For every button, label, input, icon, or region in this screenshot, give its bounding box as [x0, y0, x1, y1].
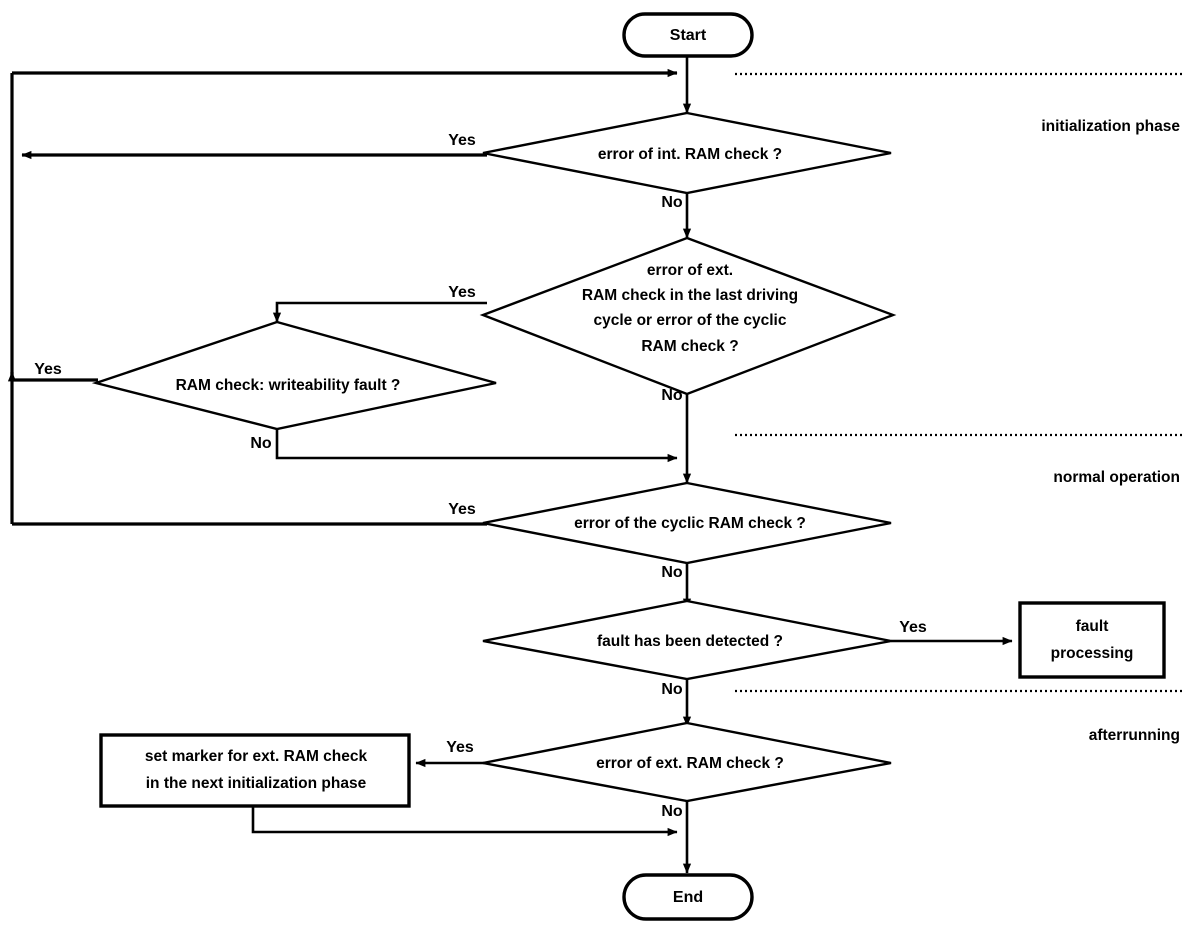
node-decision-int-ram-check[interactable] [482, 111, 892, 195]
branch-label-d3-yes: Yes [34, 361, 62, 378]
branch-label-d5-no: No [661, 681, 683, 698]
node-start-label: Start [670, 27, 707, 44]
node-end[interactable] [622, 873, 754, 921]
node-decision-ext-ram-line3: cycle or error of the cyclic [594, 312, 787, 329]
node-fault-processing-line1: fault [1076, 618, 1109, 635]
phase-label-normal-operation: normal operation [1053, 469, 1180, 486]
branch-label-d2-yes: Yes [448, 284, 476, 301]
node-decision-ext-ram-line2: RAM check in the last driving [582, 287, 798, 304]
edge-d3-no-to-spine [275, 428, 678, 463]
edge-d3-yes-to-left-rail [7, 371, 98, 382]
branch-label-d1-yes: Yes [448, 132, 476, 149]
branch-label-d1-no: No [661, 194, 683, 211]
edge-marker-box-to-spine [251, 806, 678, 837]
node-decision-ext-ram-line1: error of ext. [647, 262, 733, 279]
phase-label-initialization: initialization phase [1041, 118, 1180, 135]
node-decision-ext-ram-line4: RAM check ? [641, 338, 738, 355]
node-decision-fault-detected-label: fault has been detected ? [597, 633, 783, 650]
node-decision-writeability-fault[interactable] [91, 320, 497, 431]
edge-d2-yes-to-d3 [272, 301, 487, 323]
branch-label-d6-yes: Yes [446, 739, 474, 756]
node-decision-int-ram-check-label: error of int. RAM check ? [598, 146, 782, 163]
branch-label-d4-no: No [661, 564, 683, 581]
node-fault-processing-line2: processing [1051, 645, 1134, 662]
node-decision-ext-ram-check-label: error of ext. RAM check ? [596, 755, 784, 772]
node-fault-processing-box[interactable] [1018, 601, 1166, 679]
node-decision-cyclic-ram-check[interactable] [482, 481, 892, 565]
node-decision-fault-detected[interactable] [482, 599, 892, 681]
branch-label-d3-no: No [250, 435, 272, 452]
node-decision-ext-ram-check[interactable] [482, 721, 892, 803]
node-decision-cyclic-ram-check-label: error of the cyclic RAM check ? [574, 515, 806, 532]
node-set-marker-line1: set marker for ext. RAM check [145, 748, 368, 765]
branch-label-d6-no: No [661, 803, 683, 820]
node-start[interactable] [622, 12, 754, 58]
branch-label-d5-yes: Yes [899, 619, 927, 636]
node-decision-ext-ram-check-last-cycle[interactable] [479, 236, 897, 396]
branch-label-d4-yes: Yes [448, 501, 476, 518]
node-end-label: End [673, 889, 703, 906]
node-decision-writeability-fault-label: RAM check: writeability fault ? [176, 377, 401, 394]
node-set-marker-box[interactable] [99, 733, 411, 808]
branch-label-d2-no: No [661, 387, 683, 404]
phase-label-afterrunning: afterrunning [1089, 727, 1180, 744]
node-set-marker-line2: in the next initialization phase [146, 775, 367, 792]
